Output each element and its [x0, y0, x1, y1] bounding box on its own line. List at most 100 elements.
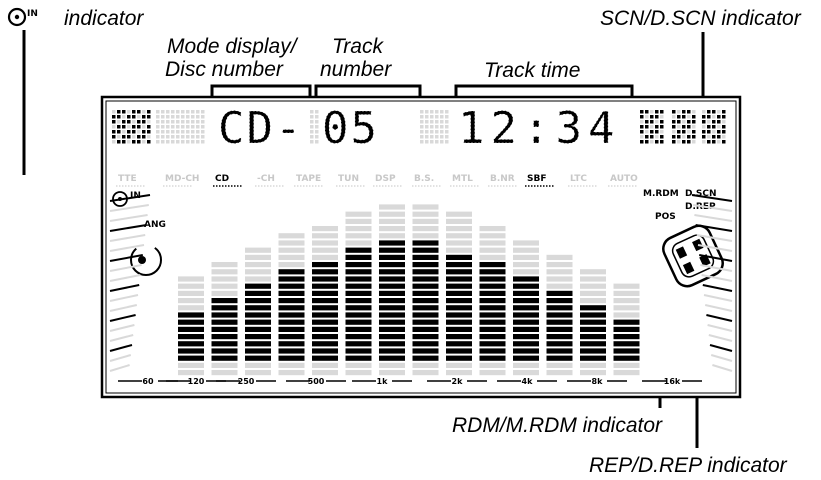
matrix-dot	[201, 135, 205, 139]
side-decoration	[109, 284, 140, 292]
matrix-dot	[692, 120, 696, 124]
matrix-dot	[191, 135, 195, 139]
spectrum-segment	[312, 262, 338, 268]
spectrum-segment	[546, 283, 573, 289]
spectrum-segment	[546, 355, 573, 361]
side-decoration	[691, 194, 733, 202]
spectrum-segment	[412, 298, 439, 304]
spectrum-segment	[211, 298, 238, 304]
matrix-dot	[137, 120, 141, 124]
spectrum-segment	[211, 370, 238, 376]
spectrum-segment	[278, 319, 305, 325]
spectrum-segment	[513, 298, 539, 304]
spectrum-segment	[379, 312, 405, 318]
side-decoration	[109, 354, 132, 362]
spectrum-segment	[412, 218, 439, 224]
matrix-dot	[645, 135, 649, 139]
spectrum-segment	[379, 298, 405, 304]
spectrum-segment	[479, 305, 506, 311]
spectrum-segment	[446, 290, 472, 296]
matrix-dot	[117, 135, 121, 139]
spectrum-segment	[613, 305, 640, 311]
matrix-dot	[161, 130, 165, 134]
matrix-dot	[176, 125, 180, 129]
matrix-dot	[440, 125, 444, 129]
matrix-dot	[640, 140, 644, 144]
matrix-dot	[181, 115, 185, 119]
matrix-dot	[672, 135, 676, 139]
spectrum-segment	[580, 355, 606, 361]
matrix-dot	[672, 115, 676, 119]
matrix-dot	[687, 110, 691, 114]
spectrum-segment	[580, 276, 606, 282]
matrix-dot	[112, 110, 116, 114]
spectrum-segment	[412, 341, 439, 347]
spectrum-segment	[211, 283, 238, 289]
matrix-dot	[682, 135, 686, 139]
spectrum-segment	[312, 305, 338, 311]
matrix-dot	[171, 115, 175, 119]
matrix-dot	[655, 125, 659, 129]
mode-display-text: CD-	[218, 103, 303, 154]
side-decoration	[708, 334, 733, 342]
source-label-ltc: LTC	[570, 174, 587, 184]
matrix-dot	[717, 125, 721, 129]
matrix-dot	[640, 110, 644, 114]
matrix-dot	[692, 115, 696, 119]
matrix-dot	[682, 120, 686, 124]
matrix-dot	[137, 125, 141, 129]
spectrum-segment	[211, 290, 238, 296]
matrix-dot	[435, 130, 439, 134]
matrix-dot	[142, 140, 146, 144]
spectrum-segment	[446, 233, 472, 239]
matrix-dot	[430, 135, 434, 139]
spectrum-segment	[345, 226, 372, 232]
side-decoration	[109, 224, 147, 232]
spectrum-segment	[211, 355, 238, 361]
spectrum-segment	[513, 348, 539, 354]
rdm-indicator-label: RDM/M.RDM indicator	[452, 414, 663, 437]
spectrum-segment	[412, 355, 439, 361]
matrix-dot	[717, 130, 721, 134]
matrix-dot	[712, 125, 716, 129]
matrix-dot	[702, 130, 706, 134]
spectrum-segment	[178, 312, 204, 318]
spectrum-segment	[245, 334, 271, 340]
matrix-dot	[682, 140, 686, 144]
matrix-dot	[127, 130, 131, 134]
spectrum-segment	[412, 362, 439, 368]
matrix-dot	[677, 120, 681, 124]
side-decoration	[701, 274, 733, 282]
matrix-dot	[127, 140, 131, 144]
matrix-dot	[196, 115, 200, 119]
source-label-cd: CD	[215, 174, 229, 184]
matrix-dot	[315, 140, 319, 144]
frequency-label-120: 120	[188, 377, 205, 386]
matrix-dot	[315, 110, 319, 114]
spectrum-segment	[312, 334, 338, 340]
matrix-dot	[640, 120, 644, 124]
side-decoration	[693, 204, 733, 212]
spectrum-segment	[513, 355, 539, 361]
matrix-dot	[181, 135, 185, 139]
spectrum-segment	[580, 290, 606, 296]
spectrum-segment	[245, 269, 271, 275]
matrix-dot	[702, 120, 706, 124]
spectrum-segment	[345, 240, 372, 246]
spectrum-segment	[278, 269, 305, 275]
spectrum-segment	[580, 269, 606, 275]
spectrum-segment	[211, 362, 238, 368]
spectrum-segment	[312, 326, 338, 332]
spectrum-segment	[278, 233, 305, 239]
spectrum-segment	[345, 290, 372, 296]
matrix-dot	[310, 120, 314, 124]
matrix-dot	[201, 140, 205, 144]
spectrum-segment	[479, 355, 506, 361]
matrix-dot	[315, 120, 319, 124]
matrix-dot	[420, 140, 424, 144]
matrix-dot	[147, 115, 151, 119]
spectrum-segment	[580, 362, 606, 368]
side-decoration	[695, 224, 733, 232]
side-decoration	[709, 344, 733, 352]
spectrum-segment	[278, 276, 305, 282]
